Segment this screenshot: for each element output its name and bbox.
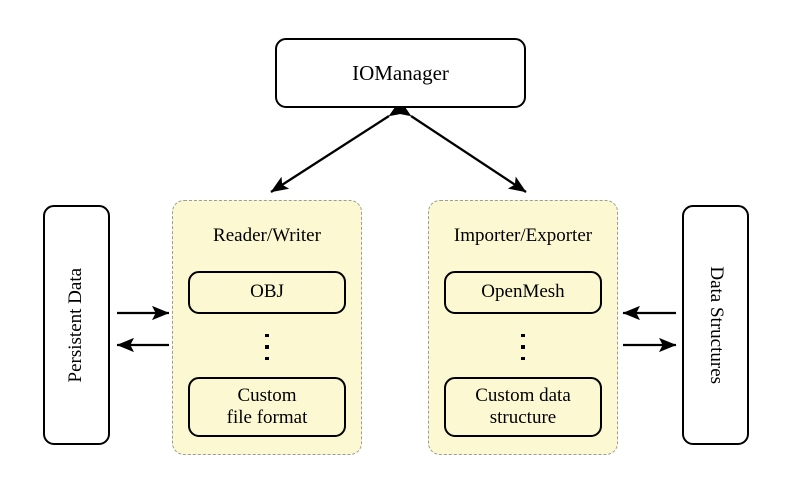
node-custom-data-structure-line2: structure (489, 407, 557, 428)
group-importer-exporter-title: Importer/Exporter (453, 225, 593, 246)
group-reader-writer-title: Reader/Writer (213, 225, 321, 246)
node-custom-data-structure-label: Custom data structure (475, 385, 571, 430)
io-manager-node[interactable]: IOManager (275, 38, 526, 108)
persistent-data-node[interactable]: Persistent Data (43, 205, 110, 445)
node-custom-file-format-line1: Custom (237, 384, 297, 406)
ellipsis-dot (265, 356, 269, 360)
ellipsis-importer-exporter (514, 334, 532, 360)
connector-manager-reader (270, 100, 408, 193)
ellipsis-reader-writer (258, 334, 276, 360)
ellipsis-dot (521, 334, 525, 338)
persistent-data-label: Persistent Data (65, 267, 87, 383)
node-obj-label: OBJ (250, 281, 284, 303)
node-custom-file-format-line2: file format (226, 407, 308, 428)
node-custom-file-format[interactable]: Custom file format (188, 377, 346, 437)
connector-manager-importer (392, 100, 527, 193)
data-structures-node[interactable]: Data Structures (682, 205, 749, 445)
data-structures-label: Data Structures (705, 266, 727, 384)
ellipsis-dot (521, 356, 525, 360)
ellipsis-dot (265, 334, 269, 338)
ellipsis-dot (265, 345, 269, 349)
node-openmesh[interactable]: OpenMesh (444, 271, 602, 314)
io-manager-label: IOManager (352, 60, 449, 85)
ellipsis-dot (521, 345, 525, 349)
node-custom-data-structure[interactable]: Custom data structure (444, 377, 602, 437)
node-obj[interactable]: OBJ (188, 271, 346, 314)
node-custom-file-format-label: Custom file format (227, 385, 308, 430)
node-custom-data-structure-line1: Custom data (475, 384, 571, 406)
node-openmesh-label: OpenMesh (481, 281, 565, 303)
